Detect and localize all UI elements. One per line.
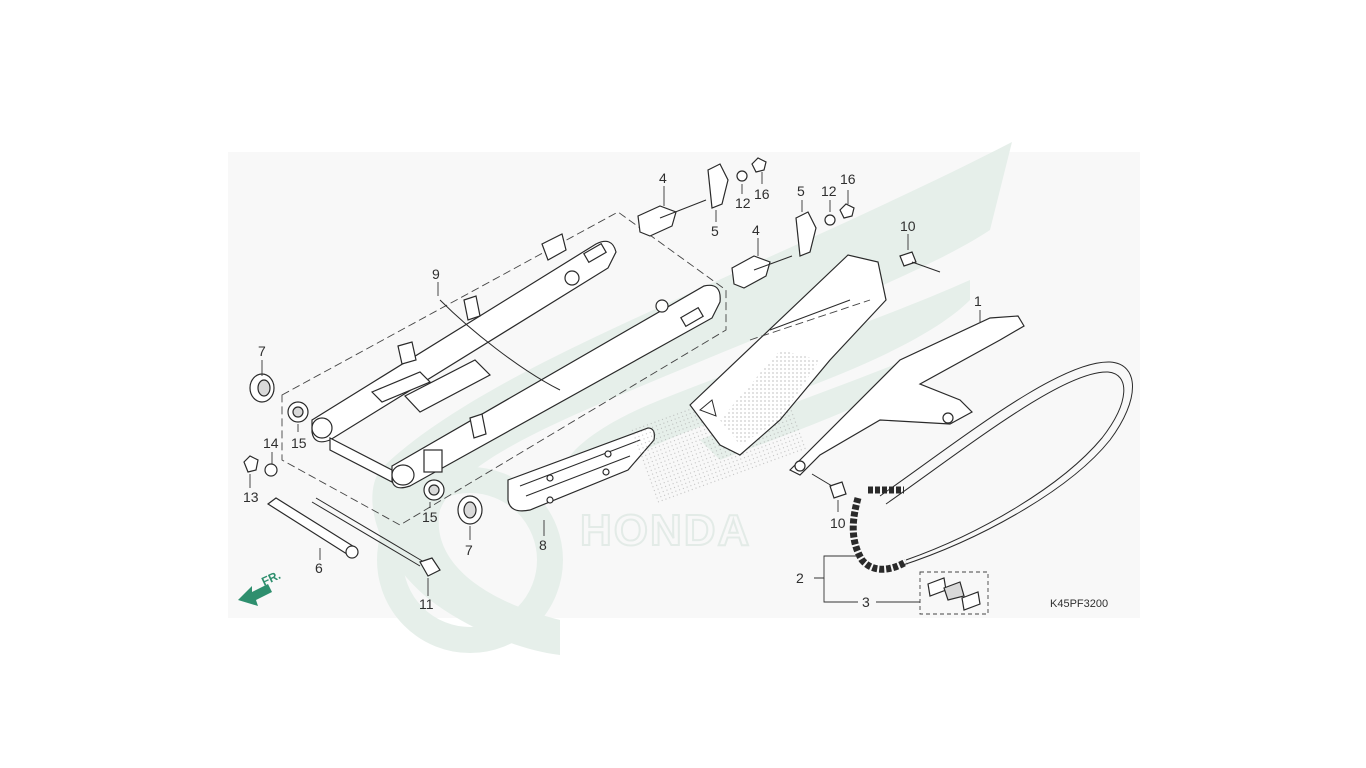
front-direction-arrow: FR. (238, 568, 283, 606)
pivot-collar-6 (266, 497, 359, 559)
chain-guard (689, 254, 1025, 476)
swingarm (281, 211, 727, 526)
bearing-15-right (423, 479, 445, 501)
callout-7-right: 7 (465, 542, 473, 558)
leader-lines (249, 172, 981, 603)
callout-4-lower: 4 (752, 222, 760, 238)
bearing-15-left (287, 401, 309, 423)
callout-3: 3 (862, 594, 870, 610)
callout-5-upper: 5 (711, 223, 719, 239)
callout-labels: 1 2 3 4 4 5 5 6 7 7 8 9 10 10 11 12 12 1… (243, 170, 982, 612)
watermark-wordmark: HONDA (580, 506, 751, 555)
callout-15-left: 15 (291, 435, 307, 451)
callout-10-lower: 10 (830, 515, 846, 531)
callout-11: 11 (419, 596, 434, 612)
callout-2: 2 (796, 570, 804, 586)
master-link-set (919, 571, 989, 615)
callout-16-lower: 16 (840, 171, 856, 187)
callout-5-lower: 5 (797, 183, 805, 199)
callout-13: 13 (243, 489, 259, 505)
callout-6: 6 (315, 560, 323, 576)
pivot-bolt-11 (311, 497, 441, 577)
callout-10-upper: 10 (900, 218, 916, 234)
callout-15-right: 15 (422, 509, 438, 525)
callout-14: 14 (263, 435, 279, 451)
callout-12-upper: 12 (735, 195, 751, 211)
chain-adjuster-lower (731, 203, 855, 289)
dust-seal-7-right (457, 495, 483, 525)
callout-9: 9 (432, 266, 440, 282)
callout-8: 8 (539, 537, 547, 553)
callout-1: 1 (974, 293, 982, 309)
diagram-code: K45PF3200 (1050, 598, 1108, 610)
callout-12-lower: 12 (821, 183, 837, 199)
bolt-10-upper (899, 251, 941, 273)
washer-14 (264, 463, 278, 477)
bolt-10-lower (811, 473, 847, 499)
drive-chain (849, 361, 1133, 573)
callout-4-upper: 4 (659, 170, 667, 186)
dust-seal-7-left (249, 373, 275, 403)
callout-7-left: 7 (258, 343, 266, 359)
callout-16-upper: 16 (754, 186, 770, 202)
nut-13 (243, 455, 259, 473)
chain-adjuster-upper (637, 157, 767, 237)
direction-label: FR. (259, 568, 282, 589)
